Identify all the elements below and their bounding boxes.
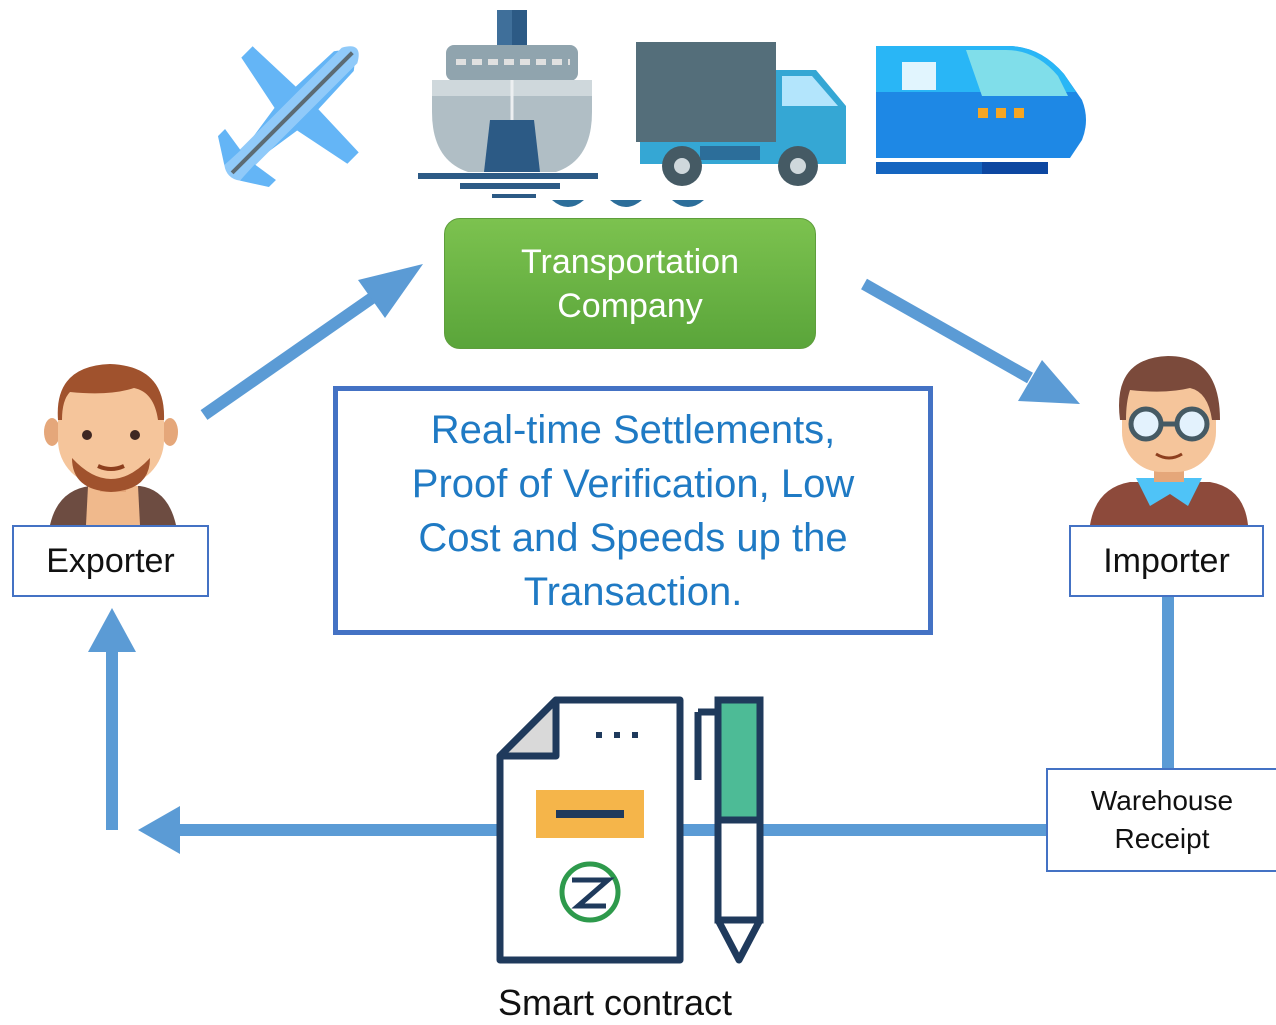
benefits-line-3: Cost and Speeds up the bbox=[418, 515, 848, 560]
benefits-line-1: Real-time Settlements, bbox=[430, 407, 836, 452]
contract-document-icon bbox=[496, 696, 684, 964]
benefits-box: Real-time Settlements, Proof of Verifica… bbox=[333, 386, 933, 635]
warehouse-label-line-1: Warehouse bbox=[1090, 785, 1234, 816]
warehouse-label-line-2: Receipt bbox=[1114, 823, 1210, 854]
truck-icon bbox=[636, 42, 846, 186]
importer-label: Importer bbox=[1069, 525, 1264, 597]
exporter-to-transport-arrow bbox=[200, 264, 423, 420]
train-icon bbox=[876, 46, 1086, 174]
up-to-exporter-arrow bbox=[88, 608, 136, 830]
airplane-icon bbox=[217, 46, 359, 188]
exporter-avatar-icon bbox=[44, 364, 178, 525]
ship-icon bbox=[418, 10, 598, 198]
pen-icon bbox=[694, 696, 764, 964]
exporter-label: Exporter bbox=[12, 525, 209, 597]
transport-label-line-1: Transportation bbox=[521, 242, 739, 281]
benefits-line-2: Proof of Verification, Low bbox=[411, 461, 855, 506]
warehouse-receipt-node: Warehouse Receipt bbox=[1046, 768, 1276, 872]
benefits-line-4: Transaction. bbox=[523, 569, 743, 614]
smart-contract-label: Smart contract bbox=[497, 982, 733, 1023]
transport-label-line-2: Company bbox=[557, 286, 703, 325]
importer-avatar-icon bbox=[1090, 356, 1248, 525]
transport-to-importer-arrow bbox=[861, 278, 1080, 404]
transportation-company-node: Transportation Company bbox=[444, 218, 816, 349]
